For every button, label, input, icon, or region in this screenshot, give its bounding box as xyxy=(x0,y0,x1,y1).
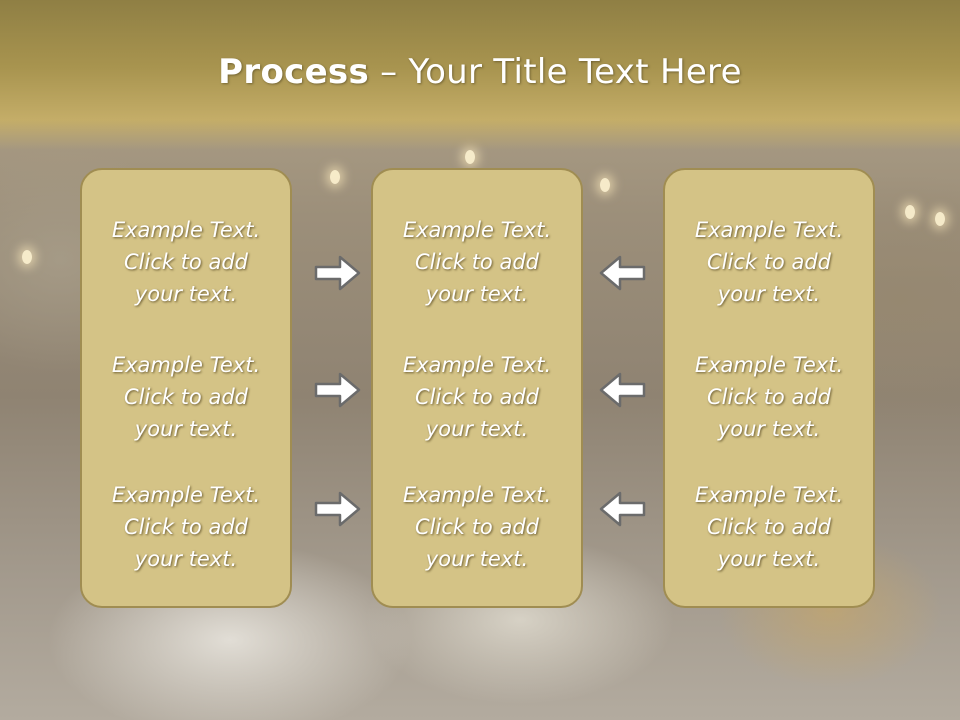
slide-title[interactable]: Process – Your Title Text Here xyxy=(0,52,960,92)
text-block[interactable]: Example Text. Click to add your text. xyxy=(82,349,290,445)
text-line: Click to add xyxy=(123,515,248,539)
bokeh-light xyxy=(22,250,32,264)
title-bar xyxy=(0,0,960,150)
process-box-center[interactable]: Example Text. Click to add your text. Ex… xyxy=(371,168,583,608)
text-line: your text. xyxy=(717,282,821,306)
arrow-right-icon xyxy=(314,491,361,527)
text-line: your text. xyxy=(717,417,821,441)
title-rest: – Your Title Text Here xyxy=(369,52,742,92)
text-line: Click to add xyxy=(706,515,831,539)
text-line: your text. xyxy=(425,547,529,571)
arrow-left-icon xyxy=(599,255,646,291)
text-line: Click to add xyxy=(706,385,831,409)
text-line: Example Text. xyxy=(111,353,261,377)
process-box-left[interactable]: Example Text. Click to add your text. Ex… xyxy=(80,168,292,608)
text-block[interactable]: Example Text. Click to add your text. xyxy=(82,479,290,575)
arrow-right-icon xyxy=(314,372,361,408)
bokeh-light xyxy=(600,178,610,192)
bokeh-light xyxy=(905,205,915,219)
text-line: Example Text. xyxy=(402,483,552,507)
text-block[interactable]: Example Text. Click to add your text. xyxy=(373,349,581,445)
title-bold: Process xyxy=(218,52,370,92)
text-line: your text. xyxy=(425,417,529,441)
text-line: Click to add xyxy=(123,250,248,274)
text-line: Example Text. xyxy=(694,218,844,242)
text-line: Example Text. xyxy=(111,218,261,242)
text-block[interactable]: Example Text. Click to add your text. xyxy=(373,214,581,310)
text-line: Click to add xyxy=(123,385,248,409)
text-block[interactable]: Example Text. Click to add your text. xyxy=(82,214,290,310)
text-line: your text. xyxy=(717,547,821,571)
text-line: Example Text. xyxy=(694,483,844,507)
arrow-left-icon xyxy=(599,491,646,527)
bokeh-light xyxy=(330,170,340,184)
arrow-left-icon xyxy=(599,372,646,408)
text-line: Example Text. xyxy=(111,483,261,507)
text-line: Example Text. xyxy=(402,218,552,242)
process-box-right[interactable]: Example Text. Click to add your text. Ex… xyxy=(663,168,875,608)
text-line: Click to add xyxy=(414,515,539,539)
text-line: Example Text. xyxy=(694,353,844,377)
text-line: Click to add xyxy=(706,250,831,274)
bokeh-light xyxy=(465,150,475,164)
text-block[interactable]: Example Text. Click to add your text. xyxy=(665,479,873,575)
text-block[interactable]: Example Text. Click to add your text. xyxy=(665,349,873,445)
text-line: your text. xyxy=(425,282,529,306)
text-line: Click to add xyxy=(414,385,539,409)
text-block[interactable]: Example Text. Click to add your text. xyxy=(665,214,873,310)
bokeh-light xyxy=(935,212,945,226)
text-block[interactable]: Example Text. Click to add your text. xyxy=(373,479,581,575)
text-line: your text. xyxy=(134,417,238,441)
text-line: Click to add xyxy=(414,250,539,274)
text-line: your text. xyxy=(134,547,238,571)
arrow-right-icon xyxy=(314,255,361,291)
text-line: your text. xyxy=(134,282,238,306)
text-line: Example Text. xyxy=(402,353,552,377)
